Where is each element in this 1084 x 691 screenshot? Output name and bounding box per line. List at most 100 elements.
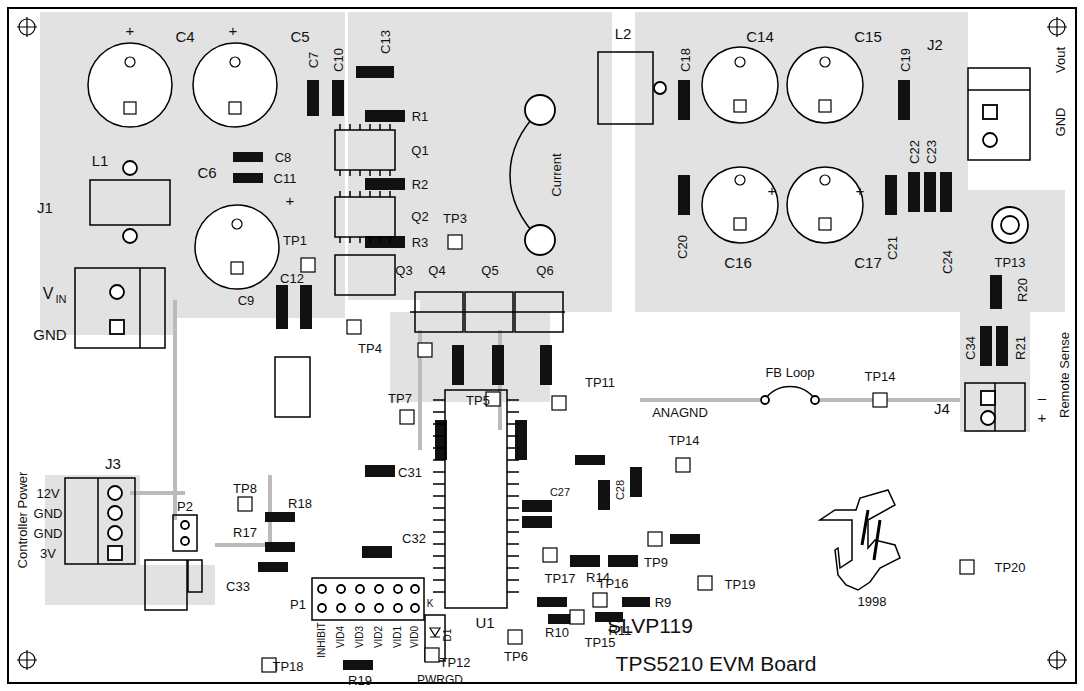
silkscreen-label: TP13 <box>994 256 1025 269</box>
silkscreen-label: R9 <box>655 596 672 609</box>
silkscreen-label: TP8 <box>233 482 257 495</box>
silkscreen-label: C17 <box>854 255 882 270</box>
silkscreen-label: VID0 <box>410 626 420 648</box>
silkscreen-label: GND <box>1054 108 1067 137</box>
silkscreen-label: TP7 <box>388 392 412 405</box>
silkscreen-label: TP12 <box>439 656 470 669</box>
silkscreen-label: J3 <box>105 456 121 471</box>
silkscreen-label: J1 <box>37 200 53 215</box>
silkscreen-label: VID4 <box>336 626 346 648</box>
silkscreen-label: TP5 <box>466 394 490 407</box>
silkscreen-label: C21 <box>886 236 899 260</box>
silkscreen-label: C24 <box>941 250 954 274</box>
silkscreen-label: P1 <box>290 598 306 611</box>
silkscreen-label: C11 <box>274 172 297 185</box>
silkscreen-label: C9 <box>238 294 255 307</box>
silkscreen-label: – <box>1038 390 1046 405</box>
silkscreen-label: C7 <box>307 52 320 69</box>
silkscreen-label: TP4 <box>358 342 382 355</box>
silkscreen-label: C16 <box>724 255 752 270</box>
silkscreen-label: VID1 <box>393 626 403 648</box>
silkscreen-label: R20 <box>1016 278 1029 302</box>
silkscreen-label: TP1 <box>283 234 307 247</box>
silkscreen-label: C15 <box>854 29 882 44</box>
silkscreen-label: Controller Power <box>16 472 29 569</box>
silkscreen-label: Q6 <box>536 264 553 277</box>
silkscreen-label: L2 <box>615 26 632 41</box>
silkscreen-label: C19 <box>899 48 912 72</box>
silkscreen-label: Current <box>550 153 563 196</box>
silkscreen-label: C5 <box>290 29 309 44</box>
silkscreen-label: INHIBIT <box>317 622 327 658</box>
silkscreen-label: TP17 <box>544 572 575 585</box>
silkscreen-label: TP14 <box>668 434 699 447</box>
silkscreen-label: R1 <box>412 110 429 123</box>
silkscreen-label: 12V <box>36 487 59 500</box>
silkscreen-label: GND <box>34 507 63 520</box>
silkscreen-label: C8 <box>275 151 292 164</box>
silkscreen-label: TP20 <box>994 561 1025 574</box>
silkscreen-label: + <box>1038 410 1047 425</box>
silkscreen-label: Q1 <box>411 144 428 157</box>
silkscreen-label: C23 <box>925 140 938 164</box>
silkscreen-label: R18 <box>288 497 312 510</box>
silkscreen-label: SLVP119 <box>607 615 693 636</box>
silkscreen-label: TP19 <box>724 578 755 591</box>
silkscreen-label: C33 <box>226 580 250 593</box>
silkscreen-label: K <box>427 599 434 609</box>
silkscreen-label: + <box>229 23 238 38</box>
silkscreen-label: C6 <box>197 165 216 180</box>
silkscreen-label: C27 <box>550 487 570 498</box>
silkscreen-label: IN <box>56 294 67 305</box>
silkscreen-label: TP11 <box>585 376 615 389</box>
silkscreen-label: TP9 <box>644 556 668 569</box>
silkscreen-label: C4 <box>175 29 194 44</box>
silkscreen-label: J2 <box>927 37 943 52</box>
silkscreen-label: R10 <box>545 626 569 639</box>
silkscreen-label: J4 <box>934 401 950 416</box>
silkscreen-label: C31 <box>398 466 422 479</box>
silkscreen-label: C18 <box>679 48 692 72</box>
silkscreen-label: Q4 <box>428 264 445 277</box>
silkscreen-label: R19 <box>348 674 372 687</box>
silkscreen-label: TP16 <box>597 577 628 590</box>
silkscreen-label: C34 <box>964 336 977 360</box>
silkscreen-label: TPS5210 EVM Board <box>616 653 817 674</box>
silkscreen-label: FB Loop <box>765 366 814 379</box>
silkscreen-label: + <box>126 23 135 38</box>
silkscreen-label: C13 <box>379 30 392 54</box>
silkscreen-label: C10 <box>332 48 345 72</box>
silkscreen-label: GND <box>33 327 66 342</box>
silkscreen-label: C32 <box>402 532 426 545</box>
silkscreen-label: C12 <box>280 272 304 285</box>
silkscreen-label: + <box>286 193 295 208</box>
silkscreen-label: PWRGD <box>417 674 463 686</box>
silkscreen-label: TP14 <box>864 370 895 383</box>
silkscreen-label: TP18 <box>272 660 303 673</box>
silkscreen-label: D1 <box>443 629 453 642</box>
silkscreen-label: R2 <box>412 178 429 191</box>
silkscreen-label: ANAGND <box>652 406 708 419</box>
silkscreen-label: L1 <box>92 153 109 168</box>
silkscreen-label: + <box>768 183 777 198</box>
silkscreen-label: Q3 <box>395 264 412 277</box>
silkscreen-label: R21 <box>1014 336 1027 360</box>
silkscreen-label: Vout <box>1054 47 1067 73</box>
silkscreen-label: R3 <box>412 236 429 249</box>
silkscreen-label: TP3 <box>443 212 467 225</box>
silkscreen-label: C28 <box>615 480 626 500</box>
silkscreen-label: Remote Sense <box>1058 332 1071 418</box>
silkscreen-label: 1998 <box>858 595 887 608</box>
silkscreen-label: C20 <box>676 235 689 259</box>
silkscreen-label: VID3 <box>355 626 365 648</box>
silkscreen-label: TP15 <box>584 636 615 649</box>
silkscreen-label: Q2 <box>411 210 428 223</box>
silkscreen-label: + <box>856 183 865 198</box>
silkscreen-label: 3V <box>40 547 56 560</box>
silkscreen-label: P2 <box>177 500 193 513</box>
silkscreen-label: V <box>43 286 54 302</box>
silkscreen-label: GND <box>34 527 63 540</box>
silkscreen-label: C14 <box>746 29 774 44</box>
